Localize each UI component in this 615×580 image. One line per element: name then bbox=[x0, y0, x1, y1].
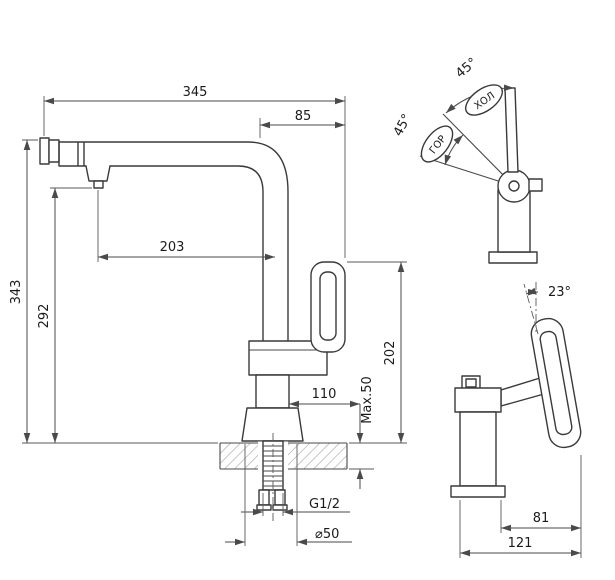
handle-neck bbox=[500, 377, 545, 407]
hot-tag: ГОР bbox=[420, 125, 454, 163]
dim-total-height: 343 bbox=[9, 139, 218, 444]
arc-tilt bbox=[525, 287, 539, 296]
hose-left-end bbox=[256, 504, 272, 511]
dim-spout-height-label: 292 bbox=[37, 304, 52, 329]
dim-handle-height: 202 bbox=[347, 261, 407, 444]
handle-position-45 bbox=[442, 113, 515, 187]
rotation-base-flange bbox=[488, 251, 538, 264]
rotation-view: 45° 45° ХОЛ ГОР bbox=[391, 55, 543, 264]
dim-spout-height: 292 bbox=[37, 187, 92, 443]
side-base-flange bbox=[450, 485, 506, 498]
dim-body-offset: 110 bbox=[289, 387, 360, 408]
spout-boss-inner bbox=[465, 378, 477, 388]
side-body bbox=[459, 411, 497, 487]
faucet-outline bbox=[39, 137, 346, 442]
dim-total-depth: 121 bbox=[460, 536, 581, 557]
dim-handle-height-label: 202 bbox=[383, 341, 398, 366]
rotation-body bbox=[497, 189, 531, 253]
handle-tilt-label: 23° bbox=[548, 285, 571, 300]
dim-thread-size: G1/2 bbox=[241, 493, 350, 516]
hose-right bbox=[274, 489, 286, 506]
dim-deck-thickness-label: Max.50 bbox=[360, 376, 375, 424]
hose-right-end bbox=[272, 504, 288, 511]
main-view: 345 85 203 343 292 2 bbox=[9, 85, 407, 546]
angle-cold-label: 45° bbox=[453, 55, 480, 81]
base-flange bbox=[241, 407, 304, 442]
aerator bbox=[85, 165, 111, 182]
dim-spout-reach-label: 203 bbox=[160, 240, 185, 255]
dim-total-width: 345 bbox=[43, 85, 346, 258]
angle-hot-label: 45° bbox=[391, 112, 415, 139]
dim-total-depth-label: 121 bbox=[508, 536, 533, 551]
spout-collar bbox=[48, 139, 60, 163]
dim-total-height-label: 343 bbox=[9, 280, 24, 305]
dim-body-offset-label: 110 bbox=[312, 387, 337, 402]
dim-handle-reach: 81 bbox=[459, 455, 582, 558]
handle-upright bbox=[504, 87, 519, 173]
hose-left bbox=[258, 489, 270, 506]
dim-handle-offset: 85 bbox=[259, 109, 345, 138]
lower-body bbox=[255, 374, 290, 409]
dim-handle-reach-label: 81 bbox=[533, 511, 550, 526]
spout-tube bbox=[58, 141, 289, 342]
cold-tag-ellipse bbox=[464, 84, 504, 116]
aerator-nozzle bbox=[93, 180, 104, 189]
dim-total-width-label: 345 bbox=[183, 85, 208, 100]
tilted-handle-inner bbox=[539, 330, 573, 436]
dim-spout-reach: 203 bbox=[97, 190, 275, 262]
spout-tip bbox=[39, 137, 50, 165]
pivot-screw bbox=[508, 180, 520, 192]
dim-handle-offset-label: 85 bbox=[295, 109, 312, 124]
side-view: 23° 81 121 bbox=[450, 282, 582, 558]
hot-tag-ellipse bbox=[420, 125, 454, 163]
side-housing bbox=[454, 387, 502, 413]
spout-stub bbox=[528, 178, 543, 192]
tilted-handle bbox=[530, 317, 582, 449]
thread-size-label: G1/2 bbox=[309, 497, 340, 512]
base-diameter-label: ⌀50 bbox=[315, 527, 339, 542]
handle-loop-inner bbox=[319, 271, 337, 341]
shank-assembly bbox=[256, 433, 288, 524]
arc-hot bbox=[444, 134, 464, 166]
dim-base-diameter: ⌀50 bbox=[225, 444, 352, 546]
cold-tag: ХОЛ bbox=[464, 84, 504, 116]
dim-deck-thickness: Max.50 bbox=[349, 376, 375, 489]
